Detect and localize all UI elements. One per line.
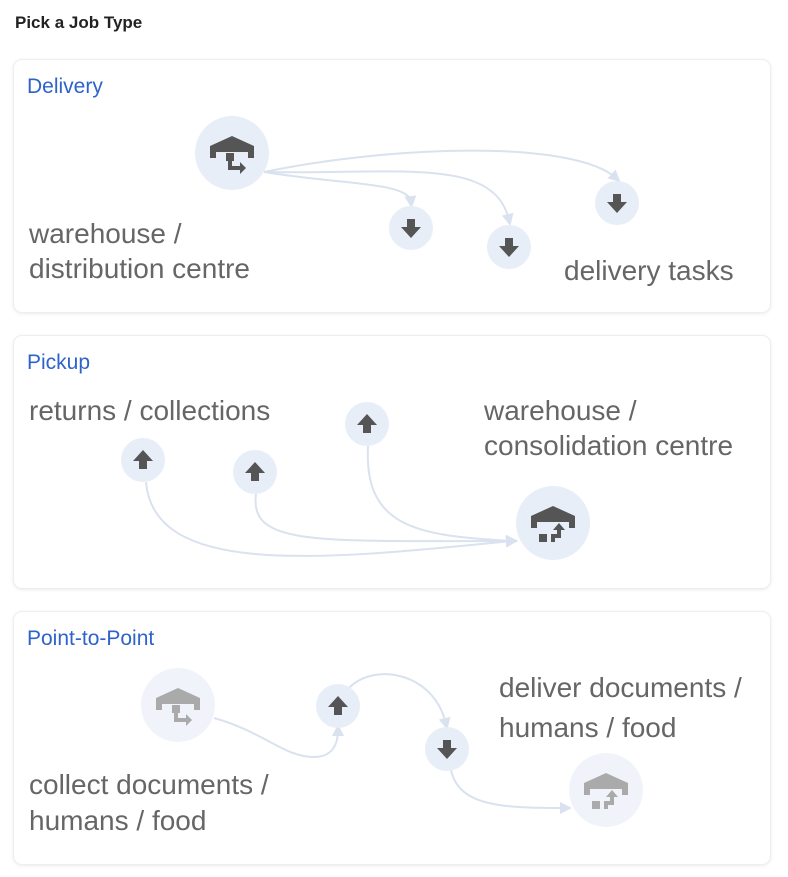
warehouse-receive-icon [569,753,643,827]
deliver-label-2: humans / food [499,712,676,743]
collect-label-2: humans / food [29,805,206,836]
job-type-delivery[interactable]: warehouse / distribution centre delivery… [14,60,770,312]
warehouse-label: warehouse / [483,395,637,426]
delivery-arrow-icon [487,225,531,269]
returns-label: returns / collections [29,395,270,426]
page-title: Pick a Job Type [15,13,143,32]
deliver-label: deliver documents / [499,672,742,703]
delivery-arrow-icon [389,206,433,250]
warehouse-dispatch-icon [141,668,215,742]
delivery-arrow-icon [425,727,469,771]
job-type-point-to-point[interactable]: deliver documents / humans / food collec… [14,612,770,864]
pickup-arrow-icon [316,684,360,728]
pickup-arrow-icon [345,402,389,446]
job-type-title: Point-to-Point [27,627,155,650]
delivery-tasks-label: delivery tasks [564,255,734,286]
warehouse-dispatch-icon [195,116,269,190]
job-type-title: Pickup [27,351,91,374]
distribution-centre-label: distribution centre [29,253,250,284]
job-type-title: Delivery [27,75,103,98]
warehouse-receive-icon [516,486,590,560]
delivery-arrow-icon [595,181,639,225]
pickup-arrow-icon [121,438,165,482]
warehouse-label: warehouse / [28,218,182,249]
consolidation-centre-label: consolidation centre [484,430,733,461]
pickup-arrow-icon [233,450,277,494]
collect-label: collect documents / [29,769,269,800]
job-type-pickup[interactable]: returns / collections warehouse / consol… [14,336,770,588]
